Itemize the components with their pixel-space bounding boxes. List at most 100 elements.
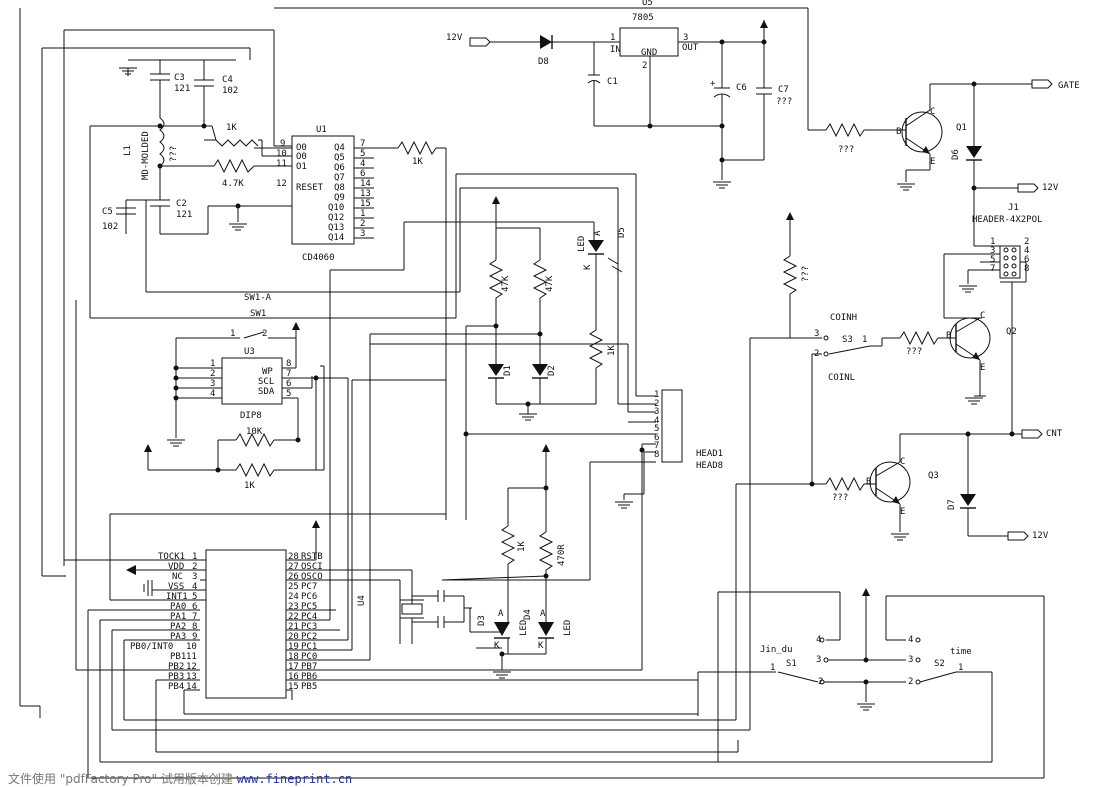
u4-rn20: 20	[288, 632, 299, 642]
d4-label: D4	[523, 609, 533, 620]
u1-rout-label: 1K	[412, 157, 423, 167]
u4-ln6: 6	[192, 602, 197, 612]
s3-p3: 3	[814, 329, 819, 339]
head-p8: 8	[654, 450, 659, 460]
u4-pc6: PC6	[301, 592, 317, 602]
watermark-text: 文件使用 "pdfFactory Pro" 试用版本创建	[8, 772, 237, 786]
head-p6: 6	[654, 433, 659, 443]
u4-pc7: PC7	[301, 582, 317, 592]
u1-q6: Q6	[334, 163, 345, 173]
u4-ln4: 4	[192, 582, 197, 592]
j1-p7: 7	[990, 264, 995, 274]
q2-c: C	[980, 311, 985, 321]
s1-label: Jin_du	[760, 645, 793, 655]
u4-rn23: 23	[288, 602, 299, 612]
return-wires	[39, 610, 1044, 779]
u1-q10: Q10	[328, 203, 344, 213]
u3-eeprom: U3 DIP8 1 2 3 4 WP SCL SDA 8 7 6 5 1 2	[144, 322, 349, 640]
u3-scl: SCL	[258, 377, 274, 387]
c7-label: C7	[778, 85, 789, 95]
r470-label: 470R	[557, 544, 567, 566]
s1-ref: S1	[786, 659, 797, 669]
v12-q1-label: 12V	[1042, 183, 1059, 193]
q3-r-label: ???	[832, 493, 848, 503]
u4-rn15: 15	[288, 682, 299, 692]
u1-q13: Q13	[328, 223, 344, 233]
q3-transistor: ??? Q3 C B E CNT D7 12V	[735, 429, 1063, 720]
switches: 4 Jin_du S1 3 1 2 4 time 3 S2 1 2	[697, 588, 1045, 778]
r47k-b-label: 47K	[545, 275, 555, 292]
watermark-link[interactable]: www.fineprint.cn	[236, 772, 353, 786]
head-ref: HEAD1	[696, 449, 723, 459]
u4-ln10: 10	[186, 642, 197, 652]
head-p2: 2	[654, 399, 659, 409]
s1-p3: 3	[816, 655, 821, 665]
u1-pin-o0a: O0	[296, 143, 307, 153]
u4-osco: OSCO	[301, 572, 323, 582]
watermark: 文件使用 "pdfFactory Pro" 试用版本创建 www.finepri…	[8, 770, 352, 787]
u4-vdd: VDD	[168, 562, 184, 572]
regulator-title: 7805	[632, 13, 654, 23]
u4-rn25: 25	[288, 582, 299, 592]
u3-ref: U3	[244, 347, 255, 357]
power-supply: 12V D8 U5 7805 1 IN GND 3 OUT 2 C1 + C6 …	[446, 0, 792, 189]
head-part: HEAD8	[696, 461, 723, 471]
u1-pinnum-10: 10	[276, 149, 287, 159]
c3-value: 121	[174, 84, 190, 94]
j1-p8: 8	[1024, 264, 1029, 274]
u4-rstb: RSTB	[301, 552, 323, 562]
u4-rn22: 22	[288, 612, 299, 622]
q1-e: E	[930, 157, 935, 167]
v12-q3-flag	[1007, 531, 1029, 541]
u4-ln9: 9	[192, 632, 197, 642]
u1-rn3: 3	[360, 229, 365, 239]
u1-q9: Q9	[334, 193, 345, 203]
u4-mcu: U4 TOCK1 VDD NC VSS INT1 PA0 PA1 PA2 PA3…	[19, 8, 698, 752]
u4-rn19: 19	[288, 642, 299, 652]
d4-a: A	[540, 609, 546, 619]
head-p4: 4	[654, 416, 659, 426]
s1-p2: 2	[818, 677, 823, 687]
u3-part: DIP8	[240, 411, 262, 421]
v12-q1-flag	[1017, 183, 1039, 193]
u4-ln7: 7	[192, 612, 197, 622]
j1-p2: 2	[1024, 237, 1029, 247]
u4-ln3: 3	[192, 572, 197, 582]
c3-label: C3	[174, 73, 185, 83]
u1-rn14: 14	[360, 179, 371, 189]
u4-vss: VSS	[168, 582, 184, 592]
l1-value: ???	[169, 146, 179, 162]
frame-wires: SW1 SW1-A	[41, 7, 826, 576]
j1-p3: 3	[990, 246, 995, 256]
s2-p4: 4	[908, 635, 913, 645]
u4-pc0: PC0	[301, 652, 317, 662]
d5-k: K	[583, 264, 593, 270]
u1-part: CD4060	[302, 253, 335, 263]
d5-r1k: 1K	[607, 345, 617, 356]
q1-c: C	[930, 107, 935, 117]
u1-pinnum-11: 11	[276, 159, 287, 169]
reg-pin1: 1	[610, 33, 615, 43]
u4-ln2: 2	[192, 562, 197, 572]
u1-right-pins: Q4 Q5 Q6 Q7 Q8 Q9 Q10 Q12 Q13 Q14 7 5 4 …	[328, 139, 371, 243]
u4-rn17: 17	[288, 662, 299, 672]
sw1-label: SW1	[250, 309, 266, 319]
u4-pb2: PB2	[168, 662, 184, 672]
r1k-out-label: 1K	[517, 541, 527, 552]
c4-label: C4	[222, 75, 233, 85]
d5-label: D5	[617, 227, 627, 238]
r-1k-osc-label: 1K	[226, 123, 237, 133]
u4-pb4: PB4	[168, 682, 184, 692]
cnt-flag	[1021, 429, 1043, 439]
s3-label: S3	[842, 335, 853, 345]
c7-value: ???	[776, 97, 792, 107]
d5-led-label: LED	[577, 236, 587, 252]
u1-q4: Q4	[334, 143, 345, 153]
s2-p3: 3	[908, 655, 913, 665]
c1-label: C1	[607, 77, 618, 87]
u4-left-nums: 1 2 3 4 5 6 7 8 9 10 11 12 13 14	[186, 552, 197, 692]
u4-rn16: 16	[288, 672, 299, 682]
s2-label: time	[950, 647, 972, 657]
u1-pinnum-9: 9	[280, 139, 285, 149]
d4-k: K	[538, 641, 544, 651]
